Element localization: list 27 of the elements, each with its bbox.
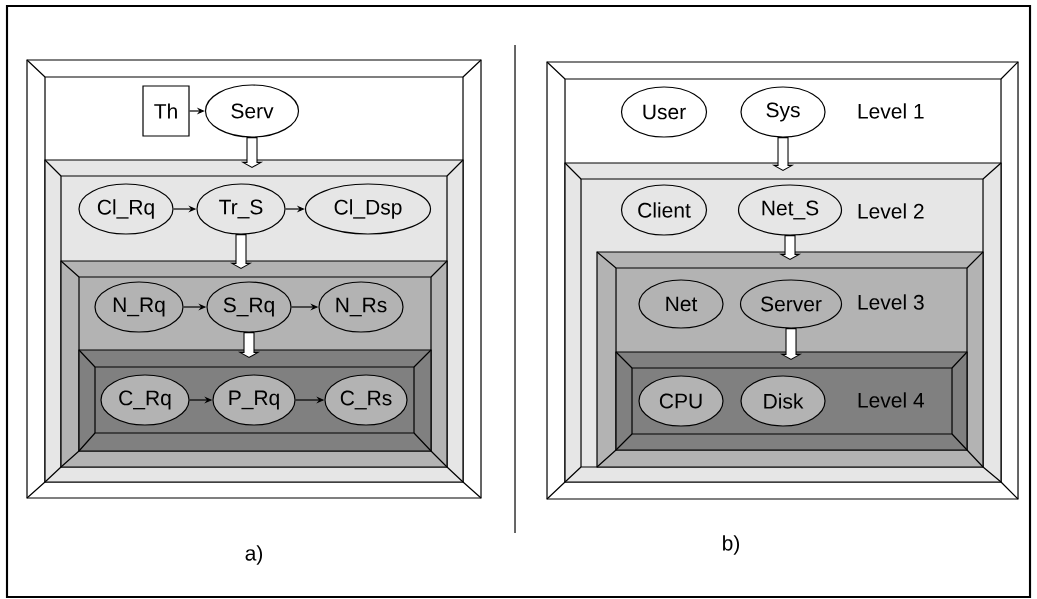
ellipse-node: Cl_Rq bbox=[78, 183, 174, 235]
ellipse-node: N_Rq bbox=[94, 281, 184, 333]
ellipse-node: Net_S bbox=[737, 184, 843, 236]
process-box: Th bbox=[142, 85, 190, 137]
ellipse-node: Client bbox=[620, 184, 708, 236]
ellipse-node: Disk bbox=[740, 375, 826, 427]
ellipse-node: C_Rs bbox=[324, 374, 408, 426]
block-arrow bbox=[771, 137, 795, 171]
block-arrow bbox=[237, 332, 261, 358]
block-arrow bbox=[240, 137, 264, 168]
ellipse-node: CPU bbox=[638, 375, 724, 427]
block-arrow bbox=[779, 328, 803, 360]
ellipse-node: P_Rq bbox=[212, 374, 296, 426]
ellipse-node: Net bbox=[638, 279, 724, 329]
ellipse-node: N_Rs bbox=[318, 281, 404, 333]
block-arrow bbox=[229, 234, 253, 269]
ellipse-node: Server bbox=[739, 279, 843, 329]
panel-label: a) bbox=[245, 545, 263, 565]
ellipse-node: Sys bbox=[740, 86, 826, 138]
ellipse-node: Cl_Dsp bbox=[304, 183, 432, 235]
panel-label: b) bbox=[723, 535, 740, 555]
ellipse-node: C_Rq bbox=[100, 374, 190, 426]
block-arrow bbox=[778, 235, 802, 260]
ellipse-node: Serv bbox=[204, 84, 300, 138]
ellipse-node: User bbox=[620, 86, 708, 138]
ellipse-node: S_Rq bbox=[206, 281, 292, 333]
ellipse-node: Tr_S bbox=[196, 183, 286, 235]
